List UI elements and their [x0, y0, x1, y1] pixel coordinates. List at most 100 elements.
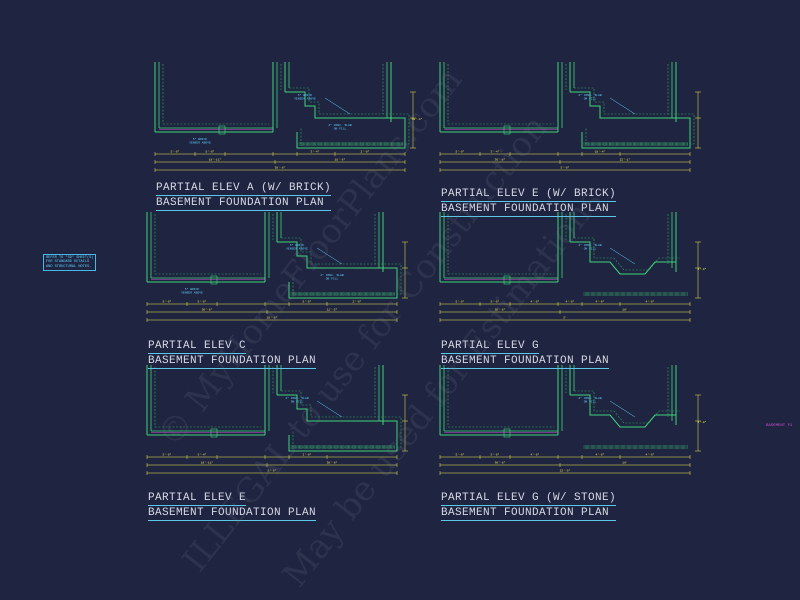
plan-title-line1: PARTIAL ELEV G (W/ STONE)	[441, 492, 617, 506]
plan-title-e-brick: PARTIAL ELEV E (W/ BRICK) BASEMENT FOUND…	[441, 188, 617, 217]
sheet-reference: BASEMENT F1	[766, 424, 793, 428]
footing-outline	[281, 390, 402, 448]
note-label: VENEER ABOVE	[189, 142, 211, 145]
plan-title-line2: BASEMENT FOUNDATION PLAN	[441, 203, 617, 217]
dimension-label: 2'-0"	[360, 150, 369, 154]
dimension-label: 18'-11"	[209, 158, 222, 162]
plan-title-e: PARTIAL ELEV E BASEMENT FOUNDATION PLAN	[148, 492, 317, 521]
plan-g_stone: 36'-8"18'22'-0"5'-0"5'-0"4'-0"4'-0"4'-0"…	[439, 365, 707, 475]
plan-title-g-stone: PARTIAL ELEV G (W/ STONE) BASEMENT FOUND…	[441, 492, 617, 521]
note-label: 4" CONC. SLAB	[285, 396, 309, 400]
dimension-label: 4'-0"	[530, 300, 539, 304]
note-label: VENEER ABOVE	[286, 248, 308, 251]
dimension-label: 5'-0"	[490, 300, 499, 304]
footing-outline	[574, 87, 695, 145]
plan-title-c: PARTIAL ELEV C BASEMENT FOUNDATION PLAN	[148, 340, 317, 369]
pier-symbol	[503, 428, 511, 438]
dimension-label: 36'-8"	[495, 158, 506, 162]
dimension-label: 18'-6"	[335, 158, 346, 162]
note-label: 4" CONC. SLAB	[328, 123, 352, 127]
note-label: ON FILL	[584, 98, 597, 101]
note-label: VENEER ABOVE	[294, 98, 316, 101]
general-note-line: REFER TO "SD" SHEET(S)	[46, 256, 94, 260]
dimension-label: 3'-4"	[197, 453, 206, 457]
plan-title-line2: BASEMENT FOUNDATION PLAN	[156, 197, 332, 211]
pier-symbol	[503, 275, 511, 285]
plan-title-line1: PARTIAL ELEV C	[148, 340, 247, 354]
dimension-label: 5'-0"	[205, 150, 214, 154]
plan-c: 36'-8" 11'-5" 10'-8" 5'-0" 5'-0" 5'-0" 2'-0" 5"…	[146, 212, 408, 322]
dimension-label: 5'-0"	[455, 453, 464, 457]
dimension-label: 5'-0"	[197, 300, 206, 304]
plan-title-line2: BASEMENT FOUNDATION PLAN	[148, 355, 317, 369]
foundation-outline	[285, 91, 406, 149]
note-label: ON FILL	[326, 278, 339, 281]
foundation-outline	[570, 91, 691, 149]
general-note-box: REFER TO "SD" SHEET(S) FOR STANDARD DETA…	[43, 254, 97, 272]
dimension-label: 38'-8"	[275, 166, 286, 170]
dimension-label: 36'-8"	[202, 308, 213, 312]
dimension-label: 38'-8"	[327, 461, 338, 465]
dimension-label: 4'-0"	[595, 300, 604, 304]
plan-title-line1: PARTIAL ELEV G	[441, 340, 540, 354]
dimension-label: 18'-11"	[201, 461, 214, 465]
plan-title-line2: BASEMENT FOUNDATION PLAN	[148, 507, 317, 521]
dimension-label: 18'	[622, 308, 628, 312]
plan-title-line2: BASEMENT FOUNDATION PLAN	[441, 507, 617, 521]
note-label: VENEER ABOVE	[181, 292, 203, 295]
pier-symbol	[210, 275, 218, 285]
note-label: ON FILL	[584, 248, 597, 251]
leader-line	[316, 247, 343, 265]
dimension-label: 5'-0"	[170, 150, 179, 154]
dimension-label: 5'-0"	[162, 453, 171, 457]
dimension-label: 18'-4"	[595, 150, 606, 154]
note-label: 4" CONC. SLAB	[578, 396, 602, 400]
dimension-label: 4'-0"	[645, 300, 654, 304]
note-label: ON FILL	[291, 401, 304, 404]
footing-outline	[281, 237, 402, 295]
dimension-label: 22'-0"	[560, 469, 571, 473]
dimension-label: 18'	[622, 461, 628, 465]
dimension-label: 5'-0"	[302, 300, 311, 304]
leader-line	[609, 400, 636, 418]
dimension-label: 3'-4"	[310, 150, 319, 154]
dimension-label: 5'	[563, 316, 567, 320]
dimension-label: 4'-0"	[645, 453, 654, 457]
plan-title-a: PARTIAL ELEV A (W/ BRICK) BASEMENT FOUND…	[156, 182, 332, 211]
footing-outline	[574, 390, 680, 424]
note-label: 4" CONC. SLAB	[320, 273, 344, 277]
pier-symbol	[503, 125, 511, 135]
plan-title-line1: PARTIAL ELEV E (W/ BRICK)	[441, 188, 617, 202]
foundation-outline	[277, 241, 398, 299]
dimension-label: 22'-1"	[620, 158, 631, 162]
footing-outline	[289, 87, 410, 145]
plan-g: 36'-8"18'5'5'-0"5'-0"4'-0"4'-0"4'-0"4'-0…	[439, 212, 707, 322]
plan-title-line2: BASEMENT FOUNDATION PLAN	[441, 355, 610, 369]
dimension-label: 10'-8"	[267, 316, 278, 320]
dimension-label: 5'-0"	[490, 453, 499, 457]
note-label: 5" BRICK	[185, 287, 200, 291]
dimension-label: 5'-0"	[455, 300, 464, 304]
dimension-label: 4'-0"	[565, 300, 574, 304]
dimension-label: 5'-0"	[162, 300, 171, 304]
leader-line	[609, 247, 636, 265]
leader-line	[324, 97, 351, 115]
dimension-label: 5'-0"	[560, 166, 569, 170]
plan-title-g: PARTIAL ELEV G BASEMENT FOUNDATION PLAN	[441, 340, 610, 369]
note-label: 5" BRICK	[193, 137, 208, 141]
foundation-outline	[570, 394, 676, 428]
leader-line	[316, 400, 343, 418]
dimension-label: 2'-0"	[352, 300, 361, 304]
dimension-label: 11'-5"	[327, 308, 338, 312]
general-note-line: AND STRUCTURAL NOTES.	[46, 264, 92, 269]
foundation-outline	[277, 394, 398, 452]
plan-a: 18'-11"18'-6"38'-8"5'-0"5'-0"3'-4"2'-0"1…	[154, 62, 423, 172]
dimension-label: 4'-0"	[697, 267, 706, 271]
note-label: ON FILL	[584, 401, 597, 404]
dimension-label: 5'-0"	[267, 469, 276, 473]
pier-symbol	[218, 125, 226, 135]
note-label: 4" CONC. SLAB	[578, 243, 602, 247]
note-label: ON FILL	[334, 128, 347, 131]
plan-title-line1: PARTIAL ELEV E	[148, 492, 247, 506]
